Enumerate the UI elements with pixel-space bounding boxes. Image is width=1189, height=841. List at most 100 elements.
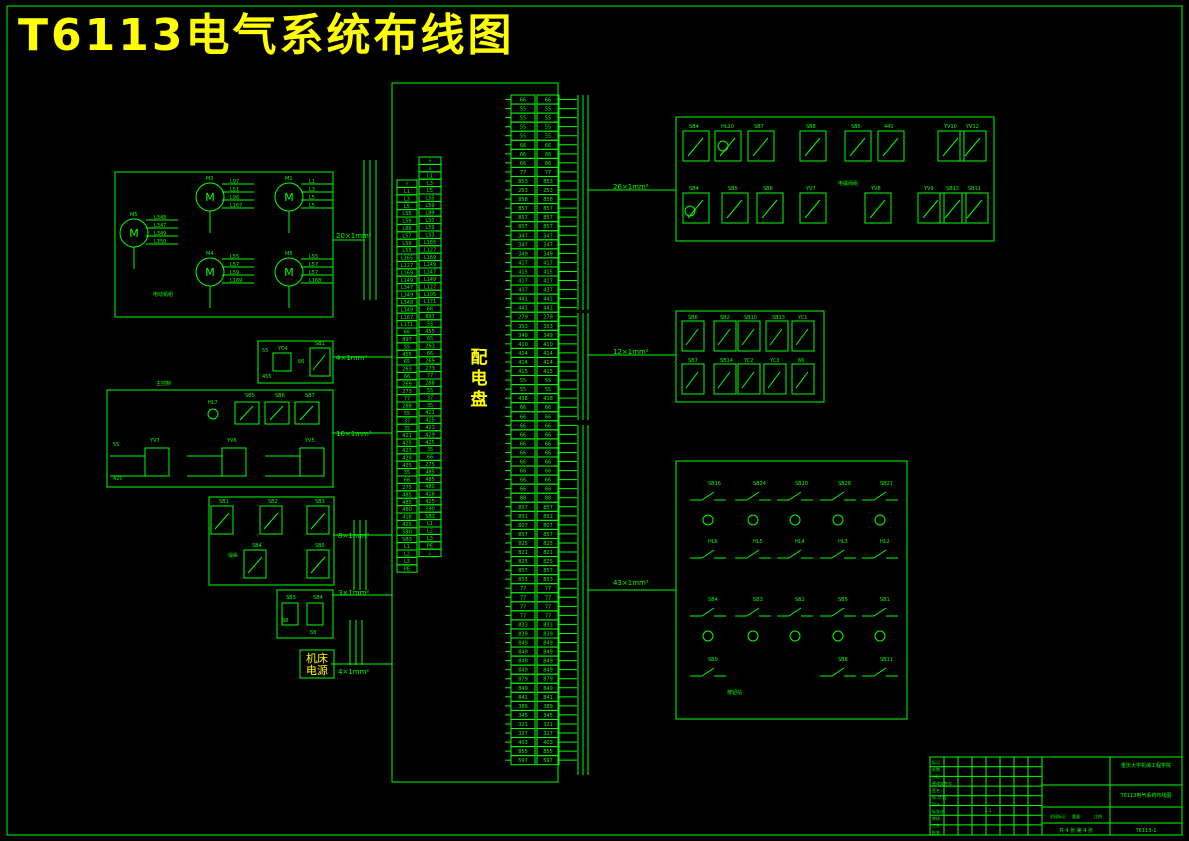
button-label: SB1 [880,597,890,603]
terminal-label: 410 [518,342,528,348]
terminal-label: 857 [518,568,528,574]
terminal-label: 269 [402,381,412,387]
title-row-label: 更改文件号 [932,780,952,786]
terminal-label: L59 [425,225,434,231]
terminal-label: L59 [402,219,411,225]
button-label: HL5 [753,539,763,545]
terminal-label: 418 [425,492,435,498]
terminal-label: 66 [520,143,526,149]
terminal-label: 897 [425,314,435,320]
terminal-label: 417 [543,279,553,285]
button-contact [701,491,715,501]
terminal-label: 88 [545,496,551,502]
motor-id: M3 [206,176,214,182]
terminal-label: 807 [543,523,553,529]
sb-label: SB7 [305,393,315,399]
valve-symbol [299,447,325,477]
terminal-label: 414 [518,351,528,357]
terminal-label: 437 [543,288,553,294]
title-row-label: 批准 [932,829,940,835]
terminal-label: 66 [545,441,551,447]
panel-device [682,130,710,162]
terminal-label: 857 [518,206,528,212]
button-label: SB16 [708,481,721,487]
terminal-label: 349 [518,333,528,339]
button-contact [788,607,802,617]
terminal-label: 849 [518,686,528,692]
terminal-label: 55 [520,134,526,140]
terminal-label: 851 [543,514,553,520]
contact [214,512,230,530]
device-label: HL10 [721,124,734,130]
panel-device [747,130,775,162]
terminal-label: 857 [518,505,528,511]
terminal-label: 425 [425,418,435,424]
terminal-label: L127 [424,284,436,290]
device-label: SB6 [688,315,698,321]
terminal-label: 288 [425,381,435,387]
title-row-label: 年.月.日 [932,794,947,800]
lead-label: L348 [154,215,166,221]
terminal-label: 349 [543,333,553,339]
terminal-label: 35 [404,426,410,432]
terminal-cell [418,548,442,558]
contact [312,354,326,371]
sheet-count: 共 4 张 第 4 张 [1059,827,1093,834]
terminal-label: 851 [518,514,528,520]
panel-caption: 操纵 [228,552,238,559]
contact [263,512,279,530]
switch-symbol [306,602,324,626]
terminal-label: 441 [543,297,553,303]
terminal-label: 288 [402,404,412,410]
terminal-label: 77 [520,595,526,601]
drawing-code: T6113-1 [1135,828,1157,834]
coil-symbol [272,352,292,372]
machine-power-label: 机床电源 [306,652,328,677]
terminal-label: 321 [518,722,528,728]
terminal-label: L349 [401,307,413,313]
button-label: SB3 [753,597,763,603]
terminal-label: 35 [427,447,433,453]
terminal-label: 279 [543,315,553,321]
terminal-label: 347 [543,233,553,239]
terminal-label: 849 [543,686,553,692]
device-label: YV9 [923,186,934,192]
title-row-label: 签名 [932,787,940,793]
terminal-label: 77 [545,604,551,610]
device-label: YV8 [870,186,881,192]
indicator-lamp [832,514,844,526]
terminal-label: L147 [424,270,436,276]
button-contact [701,607,715,617]
terminal-label: 425 [425,499,435,505]
indicator-lamp [207,408,219,420]
terminal-label: 349 [518,251,528,257]
terminal-label: 410 [543,342,553,348]
contact [685,371,699,389]
terminal-label: 421 [425,410,435,416]
terminal-label: 853 [518,179,528,185]
indicator-lamp [717,140,729,152]
title-col-label: 比例 [1094,813,1102,819]
terminal-label: L127 [401,263,413,269]
terminal-label: L3 [404,559,410,565]
button-contact [873,491,887,501]
terminal-label: 66 [520,405,526,411]
terminal-label: 66 [520,450,526,456]
title-row-label: 分区 [932,773,940,779]
contact [966,199,983,219]
terminal-label: 66 [545,469,551,475]
button-label: SB5 [838,597,848,603]
terminal-label: 65 [404,359,410,365]
panel-device [961,192,989,224]
terminal-label: 857 [543,206,553,212]
button-label: SB2 [795,597,805,603]
terminal-label: L165 [424,240,436,246]
contact [804,137,821,157]
terminal-label: 66 [545,423,551,429]
cable-label-right-top: 26×1mm² [613,183,649,191]
panel-device [737,363,761,395]
terminal-label: 590 [402,529,412,535]
terminal-label: 66 [545,450,551,456]
yv-label: YV6 [226,438,237,444]
